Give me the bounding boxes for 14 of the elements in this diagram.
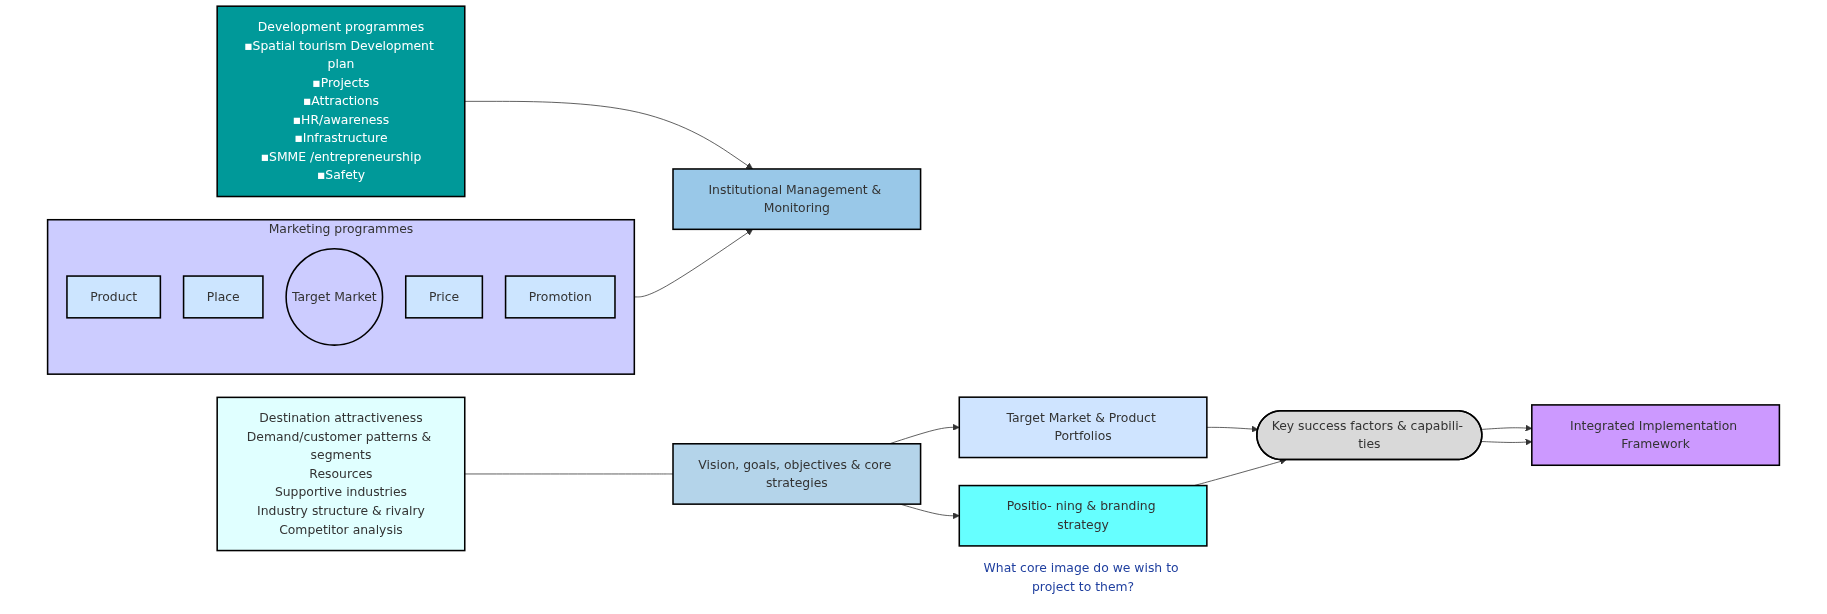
node-box: Product bbox=[66, 275, 162, 319]
node-box: Promotion bbox=[504, 275, 616, 319]
node-box: Development programmes ▪Spatial tourism Development plan ▪Projects ▪Attractions ▪HR/awareness ▪Infrastructure ▪SMME /entrepreneurship ▪Safety bbox=[216, 5, 466, 198]
node-label: What core image do we wish to project to them? bbox=[983, 560, 1179, 594]
node-box: Place bbox=[182, 275, 264, 319]
node-box: Vision, goals, objectives & core strategies bbox=[672, 443, 922, 505]
node-box: Target Market & Product Portfolios bbox=[958, 396, 1208, 459]
node-box: Price bbox=[404, 275, 484, 319]
node-box: Positio- ning & branding strategy bbox=[958, 484, 1208, 547]
node-box: Institutional Management & Monitoring bbox=[672, 168, 922, 231]
node-circle: Target Market bbox=[285, 247, 384, 346]
connector bbox=[464, 473, 674, 475]
node-box: Destination attractiveness Demand/customer patterns & segments Resources Supportive industries Industry structure & rivalry Competitor analysis bbox=[216, 396, 466, 552]
node-box: Integrated Implementation Framework bbox=[1531, 404, 1781, 467]
